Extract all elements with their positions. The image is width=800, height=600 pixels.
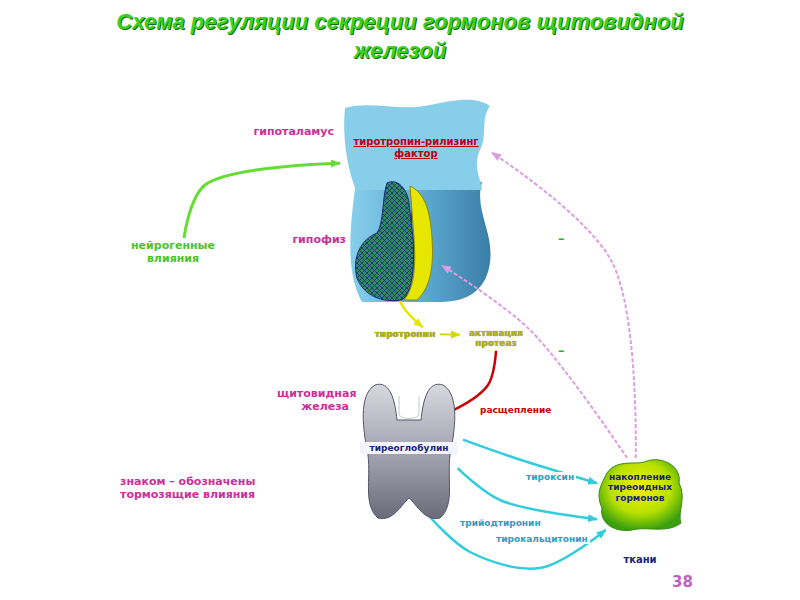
- influence-node: нейрогенные влияния: [118, 238, 228, 267]
- connector-label: тироксин: [524, 472, 576, 482]
- region-label: гипоталамус: [240, 126, 334, 139]
- shape-part: [399, 396, 419, 419]
- pituitary-shape: гипофиз: [352, 178, 442, 303]
- protein-label: тиреоглобулин: [360, 442, 458, 454]
- tissue-label: ткани: [610, 554, 670, 566]
- thyroid-shape: щитовидная железатиреоглобулин: [355, 380, 463, 522]
- process-node: активация протеаз: [460, 326, 532, 351]
- shape-outline: [352, 178, 442, 303]
- connector-arrow: [458, 468, 597, 519]
- connector-arrow: [431, 518, 606, 569]
- process-label: активация протеаз: [460, 326, 532, 351]
- shape-part: [599, 460, 682, 531]
- shape-part: [356, 182, 414, 301]
- hormone-label: тиротропин-рилизинг фактор: [348, 136, 484, 159]
- note-text: знаком – обозначены тормозящие влияния: [120, 476, 285, 501]
- diagram-title: Схема регуляции секреции гормонов щитови…: [100, 8, 700, 65]
- hypothalamus-shape: гипоталамустиротропин-рилизинг фактор: [340, 100, 492, 188]
- connector-arrow: [184, 163, 340, 238]
- page-number: 38: [672, 574, 693, 591]
- connector-label: трийодтиронин: [458, 518, 543, 528]
- process-label: накопление тиреоидных гормонов: [600, 472, 680, 503]
- hormone-node: тиротропин: [370, 327, 440, 341]
- connector-label: тирокальцитонин: [494, 534, 590, 544]
- connector-arrow: [440, 333, 460, 335]
- region-label: гипофиз: [284, 234, 346, 247]
- hormone-label: тиротропин: [370, 327, 440, 341]
- organ-label: щитовидная железа: [277, 388, 349, 413]
- accumulation-shape: накопление тиреоидных гормоновткани: [597, 458, 683, 530]
- inhibition-sign: –: [558, 344, 565, 359]
- shape-part: [344, 100, 490, 190]
- inhibition-sign: –: [558, 232, 565, 247]
- influence-label: нейрогенные влияния: [118, 238, 228, 267]
- connector-arrow: [463, 440, 597, 484]
- connector-label: расщепление: [478, 405, 553, 415]
- connector-arrow: [442, 266, 627, 459]
